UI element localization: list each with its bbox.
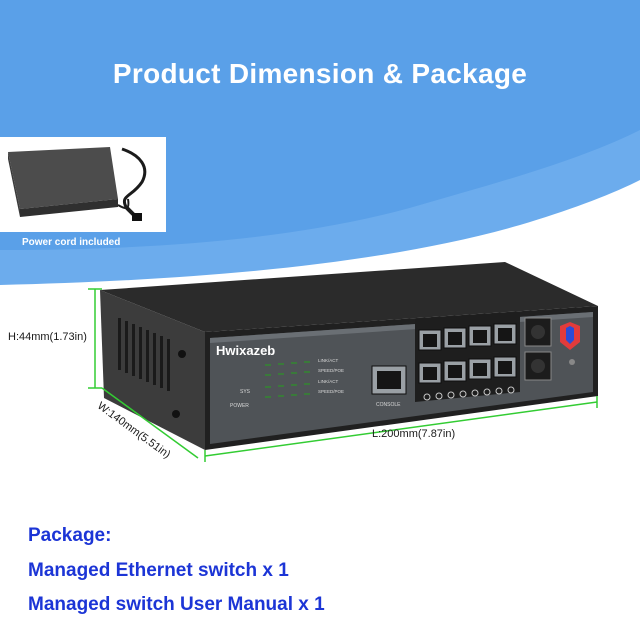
- package-item-1: Managed Ethernet switch x 1: [28, 560, 289, 581]
- led-label-1: LINK/ACT: [318, 358, 339, 363]
- power-label: POWER: [230, 403, 249, 409]
- length-dimension-line: [204, 401, 598, 457]
- switch-with-cord-photo: [8, 147, 147, 221]
- brand-logo: Hwixazeb: [216, 343, 275, 358]
- package-item-2: Managed switch User Manual x 1: [28, 594, 325, 615]
- led-label-2: SPEED/POE: [318, 368, 344, 373]
- sys-label: SYS: [240, 389, 251, 395]
- length-dimension-label: L:200mm(7.87in): [372, 428, 456, 440]
- height-dimension-label: H:44mm(1.73in): [8, 331, 87, 343]
- console-label: CONSOLE: [376, 402, 401, 408]
- width-dimension-line: [101, 387, 199, 459]
- led-label-3: LINK/ACT: [318, 379, 339, 384]
- inset-photo: [0, 137, 166, 232]
- banner-wave: [0, 130, 640, 285]
- led-label-4: SPEED/POE: [318, 389, 344, 394]
- inset-caption: Power cord included: [22, 237, 121, 248]
- package-heading: Package:: [28, 525, 112, 546]
- page-title: Product Dimension & Package: [112, 58, 528, 89]
